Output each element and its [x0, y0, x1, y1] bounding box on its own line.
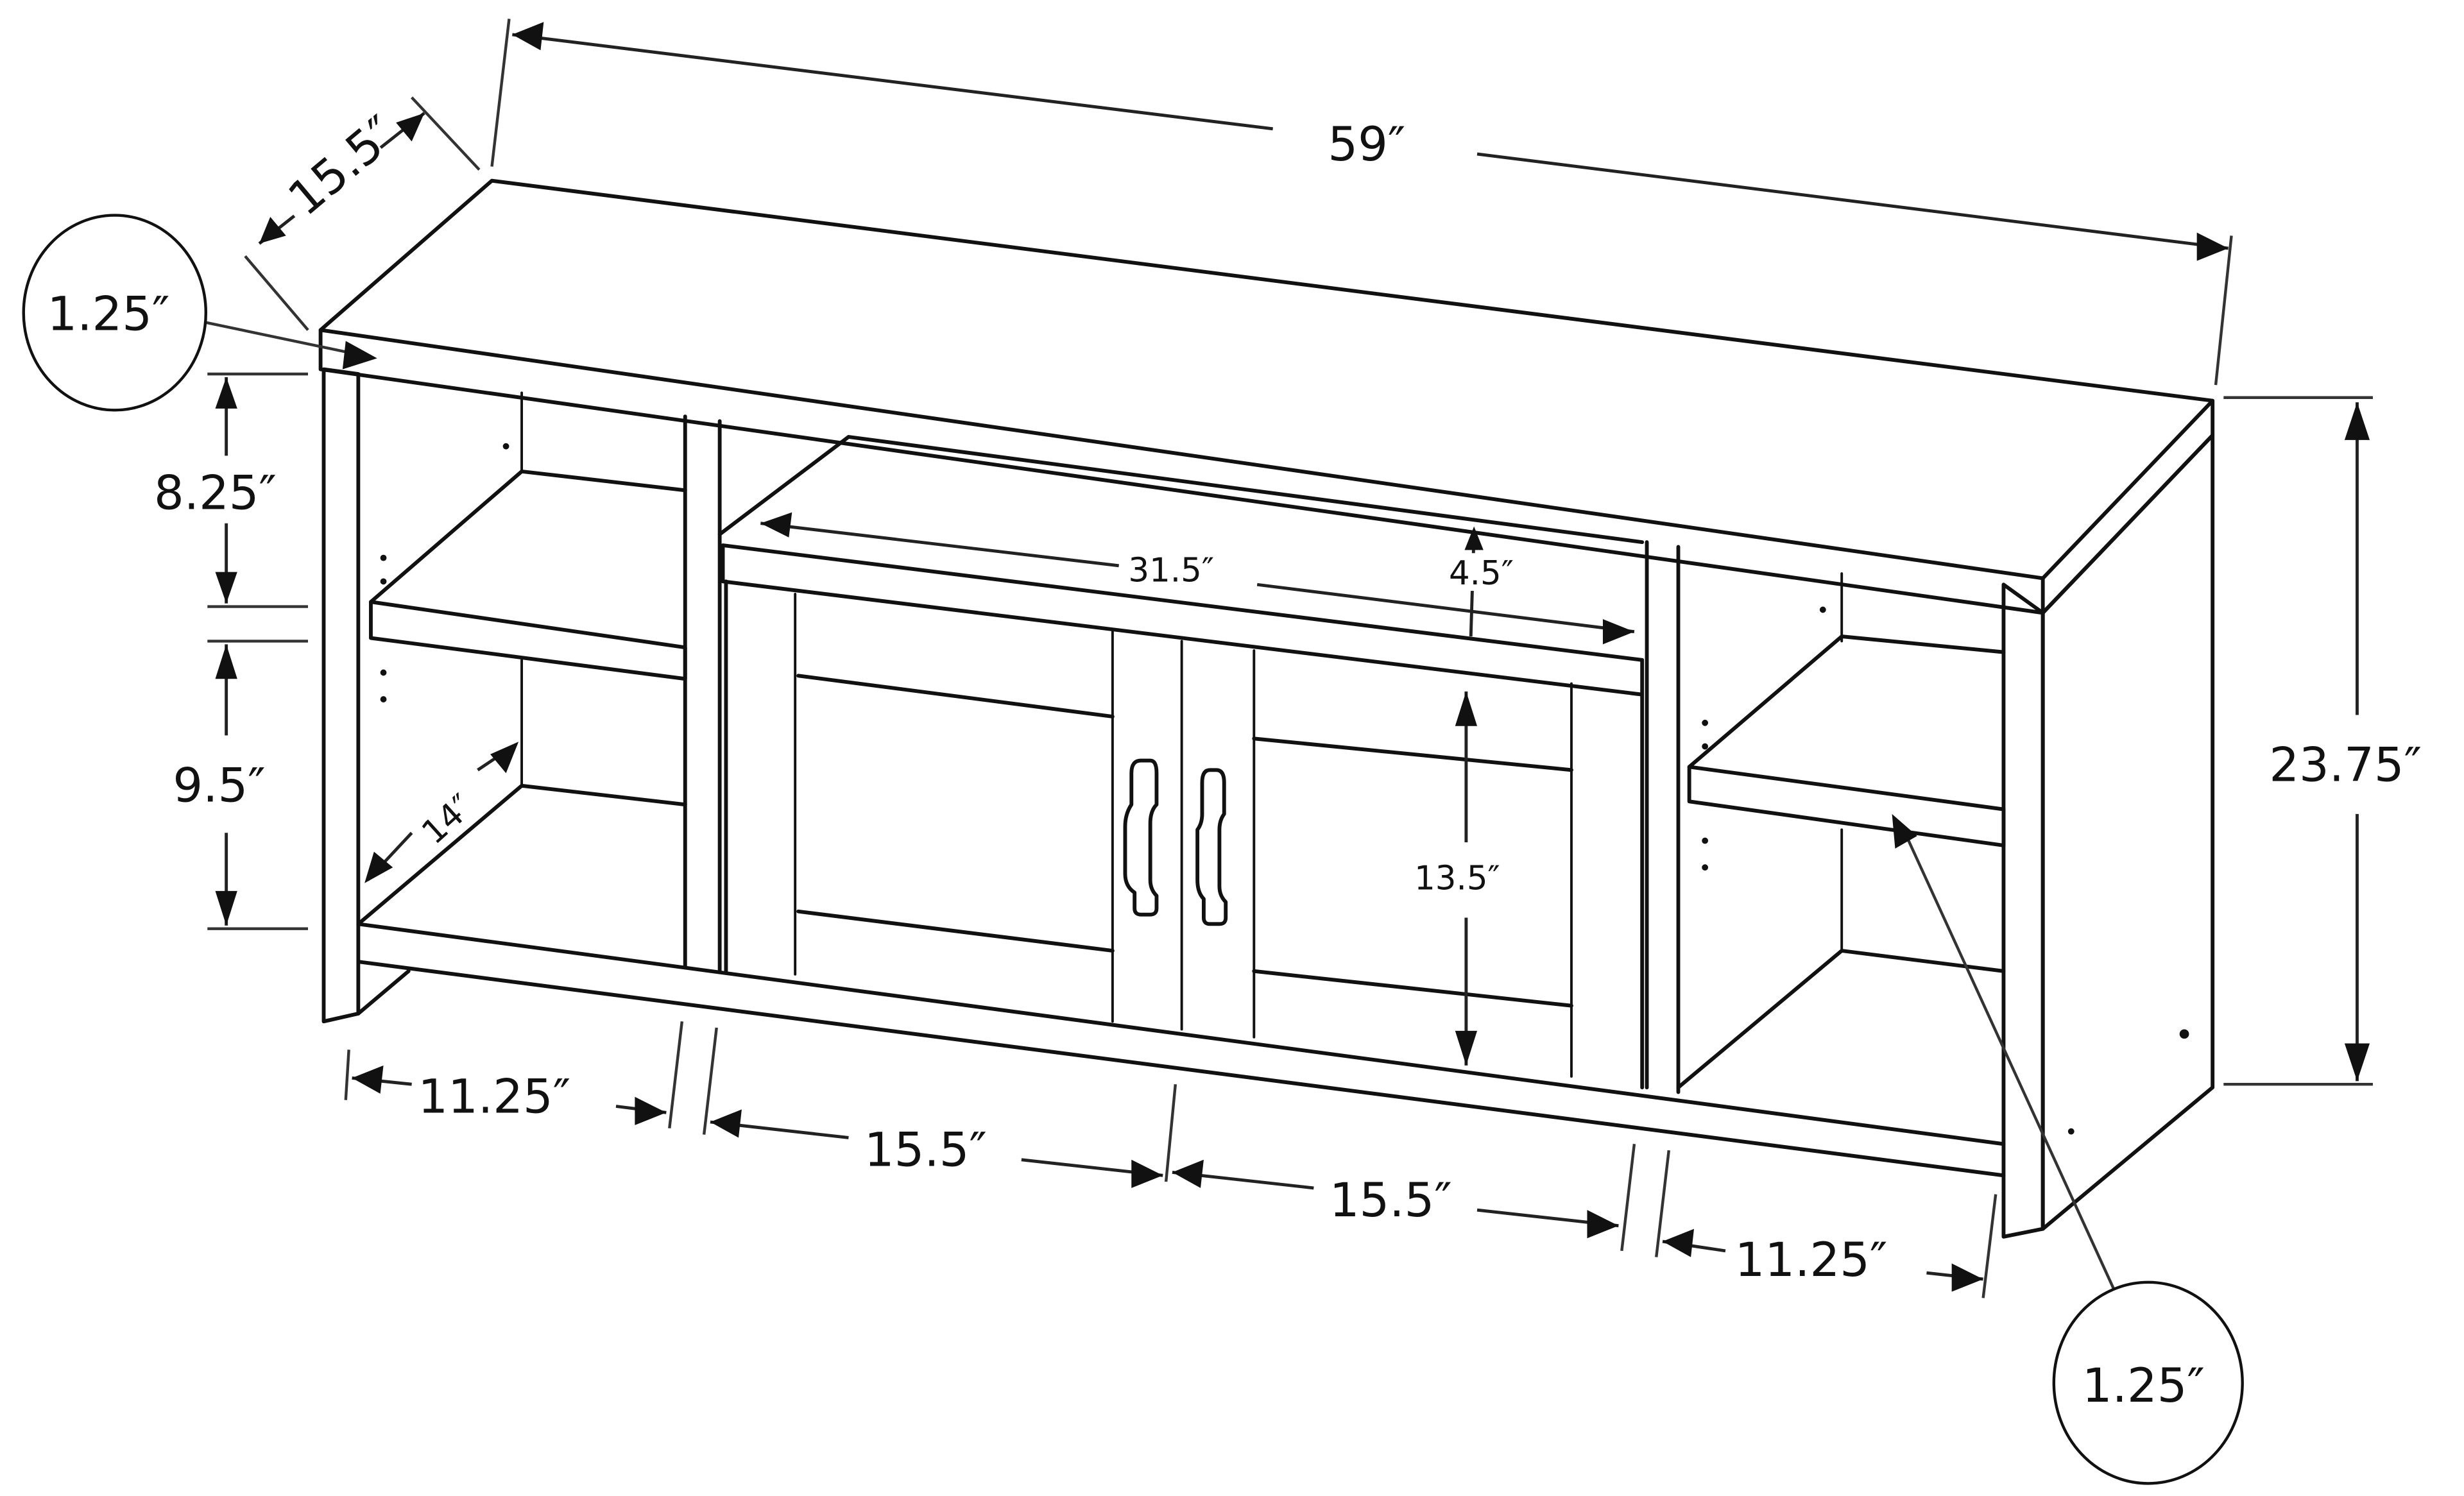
label-door-height: 13.5″: [1414, 859, 1500, 897]
callout-side-thickness: 1.25″: [1892, 813, 2244, 1485]
label-center-opening-width: 31.5″: [1128, 551, 1214, 590]
right-door: [1195, 649, 1573, 1078]
label-shelf-depth: 14″: [415, 787, 481, 852]
dimension-shelf-depth: 14″: [364, 742, 519, 883]
callout-top-thickness: 1.25″: [22, 214, 377, 412]
left-adjustable-shelf: [369, 600, 687, 681]
right-side-panel: [2001, 582, 2045, 1239]
dimension-upper-opening-height: 8.25″: [154, 372, 308, 608]
label-right-door-width: 15.5″: [1330, 1173, 1452, 1228]
shelf-pin-holes: [380, 443, 2189, 1135]
label-left-bay-width: 11.25″: [418, 1069, 570, 1124]
label-overall-height: 23.75″: [2269, 738, 2422, 792]
label-lower-opening-height: 9.5″: [173, 758, 265, 813]
left-door-handle: [1123, 758, 1159, 917]
tv-stand-drawing: [318, 178, 2215, 1239]
label-left-door-width: 15.5″: [864, 1123, 987, 1178]
dimension-bottom-widths: 11.25″ 15.5″ 15.5″ 11.25″: [344, 1021, 1998, 1298]
left-door: [794, 592, 1183, 1031]
left-side-panel: [321, 367, 361, 1024]
dimension-overall-width: 59″: [490, 19, 2233, 386]
label-top-thickness: 1.25″: [47, 287, 169, 341]
right-adjustable-shelf: [1687, 765, 2006, 847]
top-front-edge: [318, 328, 2045, 615]
label-side-thickness: 1.25″: [2082, 1359, 2205, 1413]
dimension-door-height: 13.5″: [1414, 691, 1500, 1066]
label-upper-opening-height: 8.25″: [154, 466, 277, 521]
dimension-overall-height: 23.75″: [2223, 396, 2422, 1086]
label-overall-width: 59″: [1328, 117, 1405, 172]
bottom-base: [356, 922, 2006, 1146]
label-right-bay-width: 11.25″: [1735, 1233, 1888, 1288]
right-door-handle: [1195, 768, 1228, 926]
label-center-opening-height: 4.5″: [1449, 554, 1514, 593]
dimension-lower-opening-height: 9.5″: [173, 640, 308, 930]
dimension-center-opening: 31.5″ 4.5″: [760, 512, 1635, 645]
top-surface: [318, 178, 2215, 581]
